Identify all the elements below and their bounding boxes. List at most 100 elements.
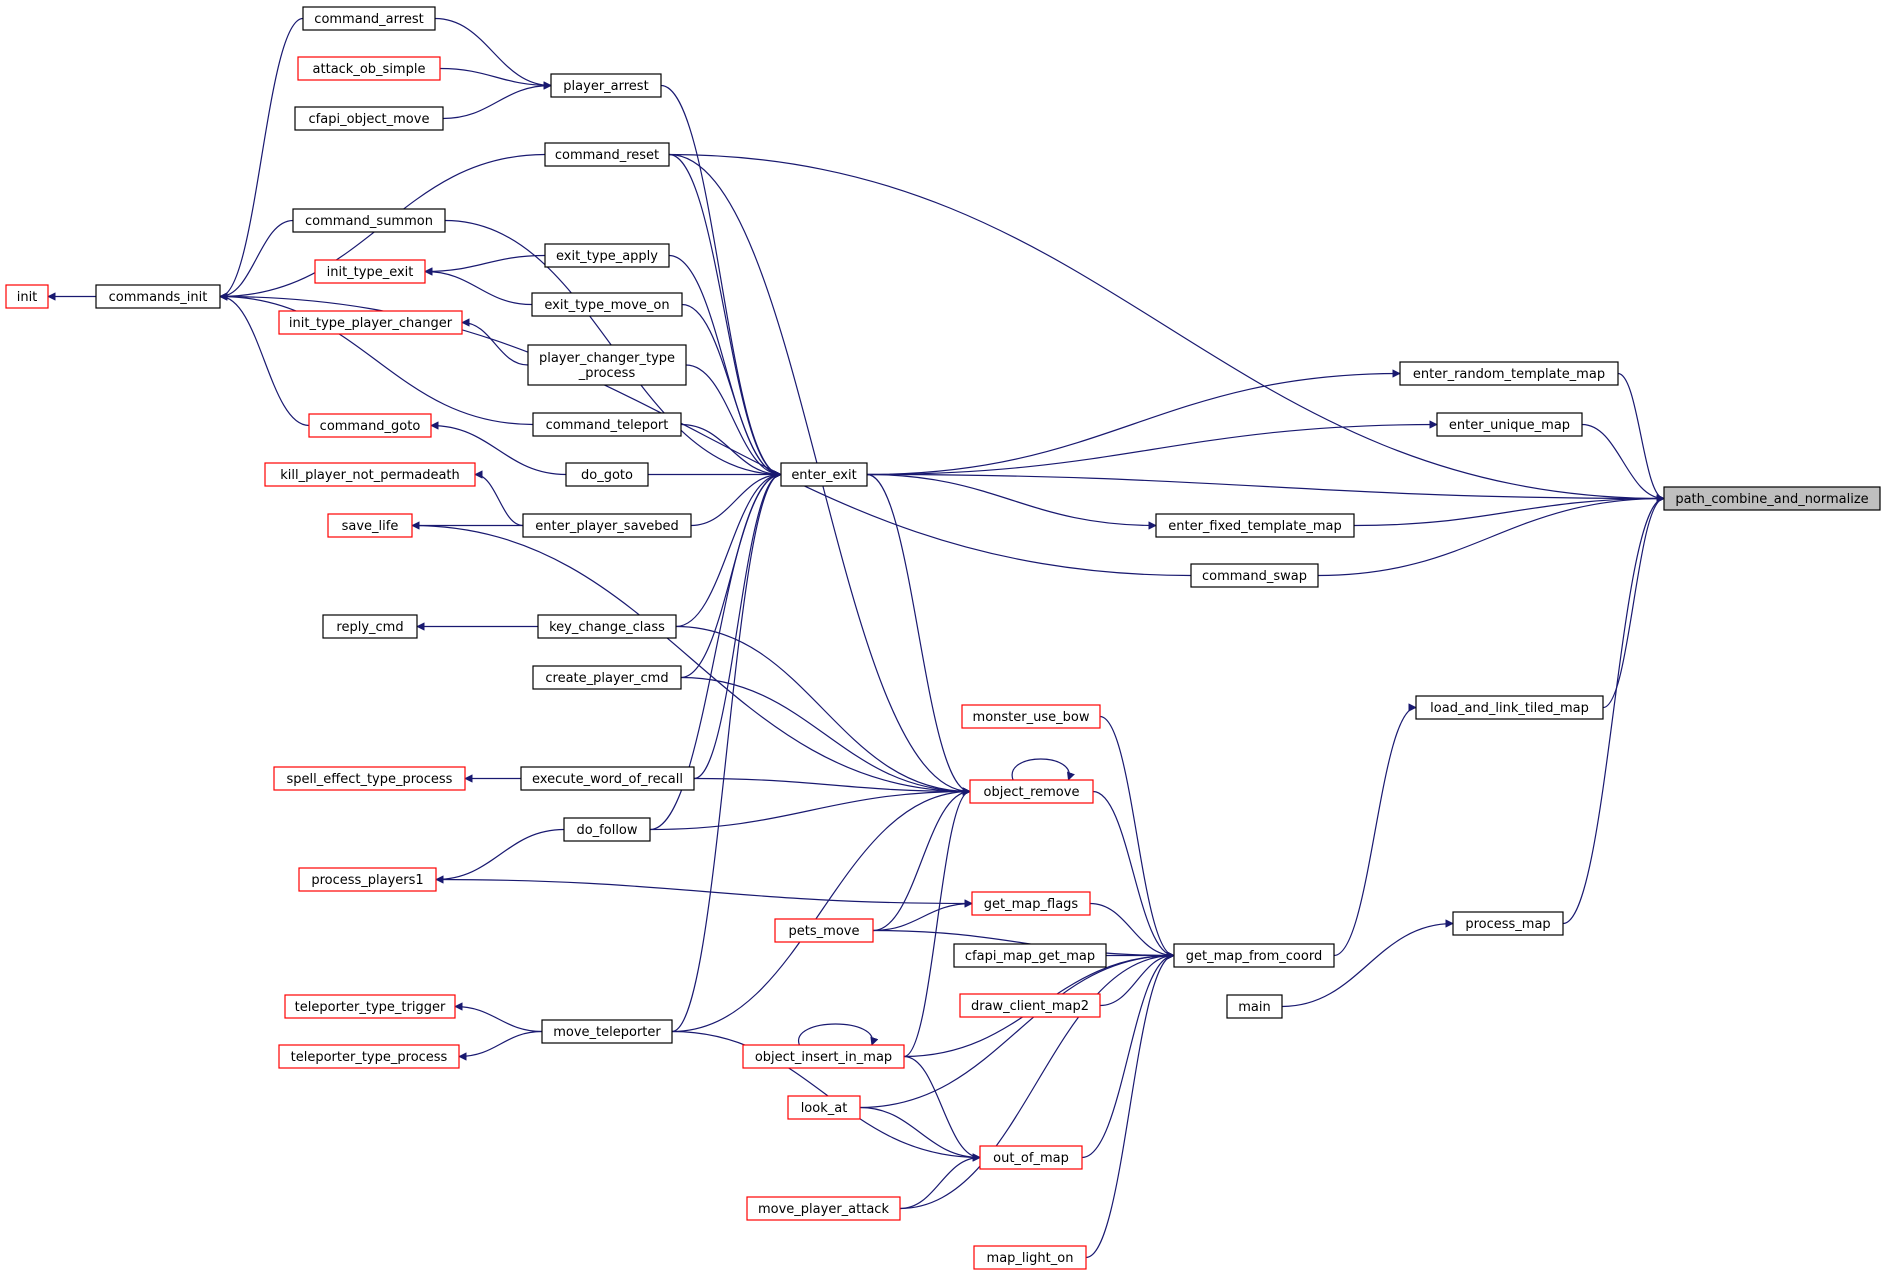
node-enter_exit[interactable]: enter_exit: [780, 462, 868, 487]
edge-object_insert_in_map-to-object_remove: [903, 787, 971, 1058]
node-move_teleporter[interactable]: move_teleporter: [541, 1019, 673, 1044]
node-enter_fixed_template_map[interactable]: enter_fixed_template_map: [1155, 513, 1355, 538]
node-player_arrest[interactable]: player_arrest: [550, 73, 662, 98]
edge-command_summon-to-commands_init: [219, 219, 294, 301]
node-label: enter_exit: [791, 468, 856, 483]
node-teleporter_type_process[interactable]: teleporter_type_process: [278, 1044, 460, 1069]
node-monster_use_bow[interactable]: monster_use_bow: [961, 704, 1101, 729]
node-save_life[interactable]: save_life: [327, 513, 413, 538]
node-do_goto[interactable]: do_goto: [565, 462, 649, 487]
node-command_swap[interactable]: command_swap: [1190, 563, 1319, 588]
edge-move_teleporter-to-out_of_map: [671, 1030, 981, 1162]
node-out_of_map[interactable]: out_of_map: [979, 1145, 1083, 1170]
node-box: [973, 1245, 1087, 1270]
node-box: [1173, 943, 1335, 968]
node-kill_player_not_permadeath[interactable]: kill_player_not_permadeath: [264, 462, 476, 487]
node-main[interactable]: main: [1226, 994, 1283, 1019]
node-init_type_exit[interactable]: init_type_exit: [314, 259, 426, 284]
edge-draw_client_map2-to-get_map_from_coord: [1099, 951, 1175, 1007]
nodes-layer: command_arrest attack_ob_simple player_arr…: [5, 6, 1881, 1270]
node-object_insert_in_map[interactable]: object_insert_in_map: [742, 1044, 905, 1069]
node-box: [1399, 361, 1619, 386]
node-box: [322, 614, 418, 639]
node-cfapi_object_move[interactable]: cfapi_object_move: [294, 106, 444, 131]
node-exit_type_move_on[interactable]: exit_type_move_on: [531, 292, 683, 317]
node-box: [971, 891, 1091, 916]
node-get_map_from_coord[interactable]: get_map_from_coord: [1173, 943, 1335, 968]
edge-command_reset-to-path_combine_and_normalize: [668, 153, 1665, 503]
node-label: player_changer_type: [539, 351, 675, 366]
node-command_reset[interactable]: command_reset: [544, 142, 670, 167]
node-init_type_player_changer[interactable]: init_type_player_changer: [278, 310, 463, 335]
node-pets_move[interactable]: pets_move: [774, 918, 874, 943]
node-cfapi_map_get_map[interactable]: cfapi_map_get_map: [953, 943, 1107, 968]
node-label: save_life: [342, 519, 399, 534]
node-box: [541, 1019, 673, 1044]
node-label: load_and_link_tiled_map: [1430, 701, 1589, 716]
node-process_players1[interactable]: process_players1: [298, 867, 437, 892]
node-move_player_attack[interactable]: move_player_attack: [746, 1196, 901, 1221]
node-box: [979, 1145, 1083, 1170]
node-command_summon[interactable]: command_summon: [292, 208, 446, 233]
node-do_follow[interactable]: do_follow: [563, 817, 651, 842]
node-get_map_flags[interactable]: get_map_flags: [971, 891, 1091, 916]
node-box: [308, 413, 432, 438]
node-enter_random_template_map[interactable]: enter_random_template_map: [1399, 361, 1619, 386]
node-exit_type_apply[interactable]: exit_type_apply: [544, 243, 670, 268]
node-command_teleport[interactable]: command_teleport: [532, 412, 682, 437]
node-box: [565, 462, 649, 487]
edge-move_teleporter-to-teleporter_type_process: [458, 1030, 543, 1061]
node-create_player_cmd[interactable]: create_player_cmd: [532, 665, 682, 690]
node-process_map[interactable]: process_map: [1452, 911, 1564, 936]
node-label: init_type_exit: [327, 265, 414, 280]
node-key_change_class[interactable]: key_change_class: [537, 614, 677, 639]
node-enter_unique_map[interactable]: enter_unique_map: [1436, 412, 1583, 437]
node-box: [327, 513, 413, 538]
node-label: command_teleport: [546, 418, 669, 433]
node-box: [537, 614, 677, 639]
node-box: [273, 766, 466, 791]
node-reply_cmd[interactable]: reply_cmd: [322, 614, 418, 639]
node-look_at[interactable]: look_at: [787, 1095, 861, 1120]
node-execute_word_of_recall[interactable]: execute_word_of_recall: [520, 766, 695, 791]
node-enter_player_savebed[interactable]: enter_player_savebed: [522, 513, 692, 538]
node-attack_ob_simple[interactable]: attack_ob_simple: [297, 56, 441, 81]
node-box: [294, 106, 444, 131]
node-path_combine_and_normalize[interactable]: path_combine_and_normalize: [1663, 486, 1881, 511]
node-label: look_at: [801, 1101, 848, 1116]
edge-object_remove-to-object_remove: [1011, 758, 1075, 781]
node-command_goto[interactable]: command_goto: [308, 413, 432, 438]
node-command_arrest[interactable]: command_arrest: [302, 6, 436, 31]
node-init[interactable]: init: [5, 284, 49, 309]
edge-command_swap-to-path_combine_and_normalize: [1317, 494, 1665, 577]
node-draw_client_map2[interactable]: draw_client_map2: [959, 993, 1101, 1018]
edge-save_life-to-object_remove: [411, 524, 971, 796]
node-box: [284, 994, 456, 1019]
node-label: init_type_player_changer: [289, 316, 453, 331]
node-label: player_arrest: [563, 79, 648, 94]
node-player_changer_type_process[interactable]: player_changer_type_process: [527, 344, 687, 386]
node-box: [522, 513, 692, 538]
edge-do_follow-to-process_players1: [435, 828, 565, 884]
node-box: [563, 817, 651, 842]
edge-player_changer_type_process-to-enter_exit: [685, 364, 782, 479]
node-label: exit_type_move_on: [544, 298, 669, 313]
node-box: [1663, 486, 1881, 511]
node-object_remove[interactable]: object_remove: [969, 779, 1094, 804]
node-box: [532, 665, 682, 690]
edge-key_change_class-to-object_remove: [675, 625, 971, 796]
node-commands_init[interactable]: commands_init: [95, 284, 221, 309]
edge-enter_fixed_template_map-to-path_combine_and_normalize: [1353, 494, 1665, 527]
node-teleporter_type_trigger[interactable]: teleporter_type_trigger: [284, 994, 456, 1019]
node-label: do_goto: [581, 468, 633, 483]
edge-enter_exit-to-path_combine_and_normalize: [866, 473, 1665, 503]
edge-do_goto-to-command_goto: [430, 421, 567, 476]
node-label: object_remove: [984, 785, 1080, 800]
node-spell_effect_type_process[interactable]: spell_effect_type_process: [273, 766, 466, 791]
edge-cfapi_object_move-to-player_arrest: [442, 81, 552, 120]
node-label: reply_cmd: [336, 620, 403, 635]
node-box: [314, 259, 426, 284]
node-load_and_link_tiled_map[interactable]: load_and_link_tiled_map: [1415, 695, 1604, 720]
node-map_light_on[interactable]: map_light_on: [973, 1245, 1087, 1270]
node-label: object_insert_in_map: [755, 1050, 892, 1065]
